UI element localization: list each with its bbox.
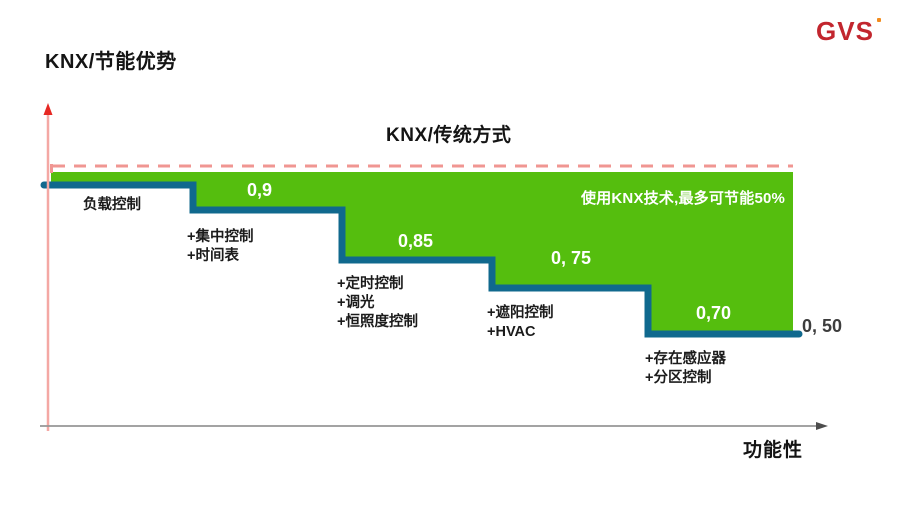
stage-label-line: +存在感应器: [645, 351, 726, 367]
end-value-label: 0, 50: [802, 316, 843, 336]
stage-label-line: +集中控制: [187, 229, 254, 245]
stage-label-line: 负载控制: [83, 197, 141, 213]
stage-label-central-control: +集中控制 +时间表: [187, 228, 253, 266]
gvs-logo-text: GVS: [816, 16, 874, 46]
step-value-0-85: 0,85: [398, 231, 434, 251]
stage-label-load-control: 负载控制: [83, 196, 141, 215]
stage-label-line: +分区控制: [645, 370, 712, 387]
trademark-icon: [876, 18, 881, 22]
stage-label-shading-hvac: +遮阳控制 +HVAC: [487, 304, 553, 342]
gvs-logo: GVS: [816, 16, 881, 46]
y-axis-arrow-icon: [43, 103, 53, 115]
stage-label-line: +HVAC: [487, 324, 536, 341]
x-axis-label: 功能性: [743, 440, 804, 461]
step-value-0-9: 0,9: [247, 180, 273, 200]
page-title: KNX/节能优势: [45, 51, 177, 73]
savings-area: [51, 172, 793, 334]
step-value-0-70: 0,70: [696, 303, 732, 323]
stage-label-line: +调光: [337, 295, 375, 312]
x-axis-arrow-icon: [816, 422, 828, 430]
chart-title: KNX/传统方式: [386, 125, 512, 146]
stage-label-line: +恒照度控制: [337, 314, 418, 331]
stage-label-timing-dimming: +定时控制 +调光 +恒照度控制: [337, 275, 418, 332]
step-value-0-75: 0, 75: [551, 248, 592, 268]
stage-label-line: +时间表: [187, 248, 239, 265]
savings-annotation: 使用KNX技术,最多可节能50%: [581, 190, 786, 207]
stage-label-line: +定时控制: [337, 276, 404, 292]
consumption-step-line: [40, 181, 803, 338]
stage-label-line: +遮阳控制: [487, 305, 554, 321]
stage-label-presence-zoning: +存在感应器 +分区控制: [645, 350, 726, 388]
